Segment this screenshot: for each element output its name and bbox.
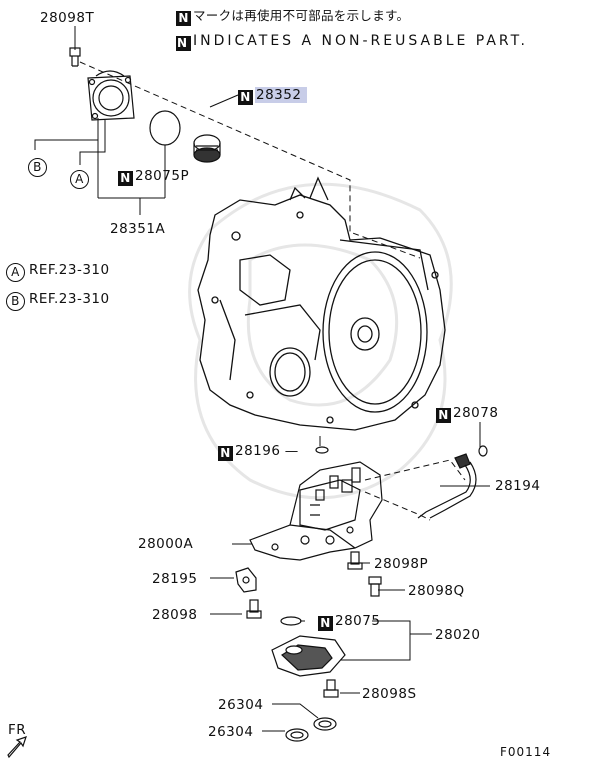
bolt-28098t-drawing xyxy=(69,47,81,67)
callout-28351a[interactable]: 28351A xyxy=(110,221,166,237)
washer-26304-drawing xyxy=(285,717,337,742)
circle-label-a[interactable]: A xyxy=(70,169,93,189)
filter-28352-drawing xyxy=(193,134,221,163)
transaxle-case-drawing xyxy=(197,176,446,431)
front-label: FR xyxy=(8,722,27,738)
callout-28098s[interactable]: 28098S xyxy=(362,686,417,702)
highlighted-part-number: 28352 xyxy=(255,87,308,103)
callout-28098[interactable]: 28098 xyxy=(152,607,198,623)
callout-28195[interactable]: 28195 xyxy=(152,571,198,587)
valve-body-drawing xyxy=(249,461,383,561)
bolt-28098-drawing xyxy=(246,599,262,619)
callout-28098p[interactable]: 28098P xyxy=(374,556,429,572)
callout-28194[interactable]: 28194 xyxy=(495,478,541,494)
watermark-emblem xyxy=(188,182,453,500)
callout-28098q[interactable]: 28098Q xyxy=(408,583,465,599)
callout-28000a[interactable]: 28000A xyxy=(138,536,194,552)
non-reusable-marker: N xyxy=(176,11,191,26)
ref-a-circle: A xyxy=(6,263,25,282)
callout-26304-lower[interactable]: 26304 xyxy=(208,724,254,740)
o-ring-28078-drawing xyxy=(478,445,488,457)
strainer-28020-drawing xyxy=(271,635,346,677)
leader-lines xyxy=(34,26,490,732)
callout-28098t[interactable]: 28098T xyxy=(40,10,95,26)
ref-b-circle: B xyxy=(6,292,25,311)
figure-id: F00114 xyxy=(500,745,552,759)
bracket-28195-drawing xyxy=(235,567,257,593)
solenoid-housing-drawing xyxy=(87,70,135,121)
callout-26304-upper[interactable]: 26304 xyxy=(218,697,264,713)
o-ring-28196-drawing xyxy=(315,446,329,454)
circle-label-b[interactable]: B xyxy=(28,157,51,177)
bolt-28098q-drawing xyxy=(368,576,382,597)
bolt-28098p-drawing xyxy=(347,551,363,570)
bolt-28098s-drawing xyxy=(323,679,339,698)
harness-28194-drawing xyxy=(417,453,477,519)
o-ring-28075-drawing xyxy=(280,616,302,626)
callout-28020[interactable]: 28020 xyxy=(435,627,481,643)
o-ring-28075p-drawing xyxy=(149,110,181,146)
front-arrow-icon xyxy=(7,736,27,759)
non-reusable-marker: N xyxy=(176,36,191,51)
